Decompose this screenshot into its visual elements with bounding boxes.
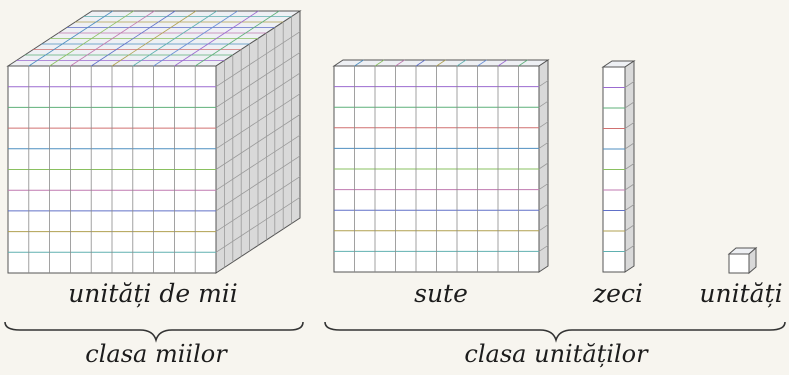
grid-line xyxy=(538,142,549,149)
grid-line xyxy=(49,10,134,67)
grid-line xyxy=(215,196,301,253)
grid-line xyxy=(436,59,446,67)
grid-line xyxy=(538,121,549,129)
grid-line xyxy=(538,203,549,211)
thousands-label: unități de mii xyxy=(68,279,238,308)
units-class-label: clasa unităților xyxy=(464,340,648,368)
tens-rod xyxy=(601,60,636,273)
units-label: unități xyxy=(699,279,783,308)
grid-line xyxy=(456,59,467,67)
hundreds-flat xyxy=(332,59,550,273)
thousands-class-brace xyxy=(4,321,304,343)
grid-line xyxy=(518,59,528,67)
grid-line xyxy=(354,59,364,67)
grid-line xyxy=(624,122,635,129)
grid-line xyxy=(374,59,385,67)
grid-line xyxy=(538,80,549,87)
grid-line xyxy=(90,10,176,67)
grid-line xyxy=(624,183,635,191)
grid-line xyxy=(174,10,259,67)
grid-line xyxy=(215,114,301,170)
grid-line xyxy=(538,100,549,108)
grid-line xyxy=(624,101,635,109)
grid-line xyxy=(194,10,280,67)
grid-line xyxy=(28,10,114,67)
grid-line xyxy=(215,31,301,88)
grid-line xyxy=(415,59,426,67)
grid-line xyxy=(624,245,635,252)
grid-line xyxy=(624,142,635,150)
grid-line xyxy=(111,10,197,67)
grid-line xyxy=(624,163,635,170)
grid-line xyxy=(624,204,635,211)
grid-line xyxy=(538,183,549,190)
unit-cube xyxy=(727,246,758,275)
grid-line xyxy=(215,52,301,108)
grid-line xyxy=(395,59,405,67)
thousands-cube xyxy=(6,10,302,274)
grid-line xyxy=(624,81,635,88)
grid-line xyxy=(497,59,508,67)
units-class-brace xyxy=(324,321,786,343)
grid-line xyxy=(215,134,301,191)
grid-line xyxy=(477,59,487,67)
hundreds-label: sute xyxy=(414,279,468,308)
grid-line xyxy=(215,72,301,129)
grid-line xyxy=(215,176,301,232)
thousands-class-label: clasa miilor xyxy=(85,340,227,368)
grid-line xyxy=(538,162,549,170)
grid-line xyxy=(538,224,549,232)
grid-line xyxy=(215,93,301,150)
tens-label: zeci xyxy=(593,279,643,308)
front-face xyxy=(728,253,750,274)
grid-line xyxy=(70,10,155,67)
grid-line xyxy=(624,224,635,232)
grid-line xyxy=(153,10,238,67)
grid-line xyxy=(132,10,218,67)
grid-line xyxy=(215,155,301,212)
grid-line xyxy=(538,245,549,252)
